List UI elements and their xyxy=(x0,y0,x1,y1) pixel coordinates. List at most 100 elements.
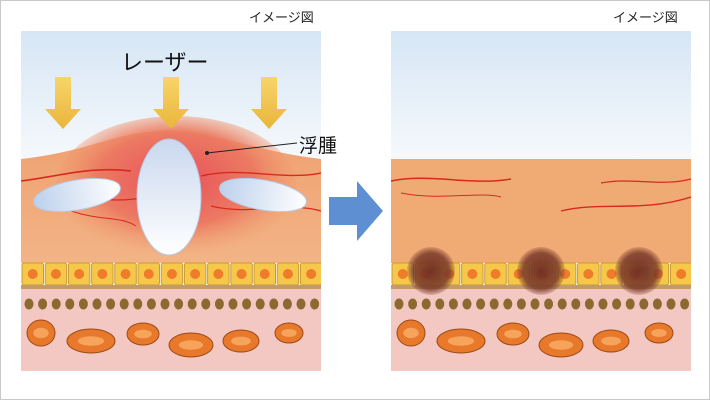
granule xyxy=(310,298,320,310)
right-arrow-icon xyxy=(329,181,383,241)
granule xyxy=(78,298,88,310)
granule xyxy=(666,298,676,310)
down-arrow-icon xyxy=(45,77,287,129)
laser-label: レーザー xyxy=(121,51,209,76)
cell-nucleus xyxy=(74,269,85,279)
basal-cell-layer xyxy=(21,262,321,286)
granule xyxy=(448,298,458,310)
granule xyxy=(51,298,61,310)
oval-nucleus xyxy=(601,336,621,346)
granule xyxy=(476,298,486,310)
granule xyxy=(557,298,567,310)
healed-tissue xyxy=(391,159,691,263)
granule xyxy=(612,298,622,310)
oval-cell-row xyxy=(26,319,304,358)
granule xyxy=(296,298,306,310)
cell-nucleus xyxy=(583,269,594,279)
oval-nucleus xyxy=(447,336,475,346)
granule xyxy=(584,298,594,310)
cell-nucleus xyxy=(166,269,177,279)
granule xyxy=(571,298,581,310)
edema-leader-line xyxy=(206,142,298,154)
granule xyxy=(394,298,404,310)
granule xyxy=(503,298,513,310)
granule xyxy=(160,298,170,310)
cell-nucleus xyxy=(120,269,131,279)
granule xyxy=(119,298,129,310)
sky-area xyxy=(391,31,691,161)
cell-nucleus xyxy=(213,269,224,279)
after-panel xyxy=(391,31,691,371)
pigment-spot xyxy=(615,247,663,295)
cell-nucleus xyxy=(467,269,478,279)
granule-row xyxy=(394,298,690,310)
granule xyxy=(24,298,34,310)
cell-nucleus xyxy=(397,269,408,279)
granule xyxy=(652,298,662,310)
granule xyxy=(639,298,649,310)
granule xyxy=(255,298,265,310)
granule xyxy=(106,298,116,310)
vaporized-vacuole xyxy=(219,177,307,213)
cell-nucleus xyxy=(259,269,270,279)
granule xyxy=(65,298,75,310)
pigment-spot xyxy=(517,247,565,295)
granule xyxy=(625,298,635,310)
before-caption: イメージ図 xyxy=(249,11,314,26)
granule xyxy=(228,298,238,310)
oval-nucleus xyxy=(77,336,105,346)
edema-label: 浮腫 xyxy=(299,135,338,157)
granule xyxy=(421,298,431,310)
granule xyxy=(214,298,224,310)
oval-nucleus xyxy=(33,327,49,339)
oval-nucleus xyxy=(403,327,419,339)
cell-nucleus xyxy=(306,269,317,279)
granule-row xyxy=(24,298,320,310)
oval-nucleus xyxy=(281,329,297,337)
cell-nucleus xyxy=(236,269,247,279)
cell-nucleus xyxy=(282,269,293,279)
granule xyxy=(146,298,156,310)
blood-vessel xyxy=(21,168,132,182)
oval-nucleus xyxy=(231,336,251,346)
granule xyxy=(92,298,102,310)
granule xyxy=(598,298,608,310)
cell-nucleus xyxy=(676,269,687,279)
granule xyxy=(38,298,48,310)
granule xyxy=(435,298,445,310)
oval-nucleus xyxy=(134,329,152,339)
cell-nucleus xyxy=(97,269,108,279)
cell-nucleus xyxy=(190,269,201,279)
granule xyxy=(242,298,252,310)
oval-nucleus xyxy=(548,340,574,350)
granule xyxy=(462,298,472,310)
granule xyxy=(680,298,690,310)
after-caption: イメージ図 xyxy=(613,11,678,26)
vaporized-vacuole xyxy=(136,138,202,256)
granule xyxy=(201,298,211,310)
granule xyxy=(174,298,184,310)
cell-nucleus xyxy=(490,269,501,279)
oval-cell-row xyxy=(396,319,674,358)
before-panel xyxy=(21,31,321,371)
blood-vessel xyxy=(70,210,137,227)
granule xyxy=(282,298,292,310)
granule xyxy=(530,298,540,310)
oval-nucleus xyxy=(504,329,522,339)
granule xyxy=(133,298,143,310)
granule xyxy=(187,298,197,310)
blood-vessel xyxy=(200,171,321,177)
oval-nucleus xyxy=(178,340,204,350)
cell-nucleus xyxy=(606,269,617,279)
pigment-spot xyxy=(407,247,455,295)
oval-nucleus xyxy=(651,329,667,337)
vaporized-vacuole xyxy=(33,177,121,213)
cell-nucleus xyxy=(27,269,38,279)
granule xyxy=(516,298,526,310)
granule xyxy=(544,298,554,310)
cell-nucleus xyxy=(143,269,154,279)
granule xyxy=(489,298,499,310)
granule xyxy=(269,298,279,310)
